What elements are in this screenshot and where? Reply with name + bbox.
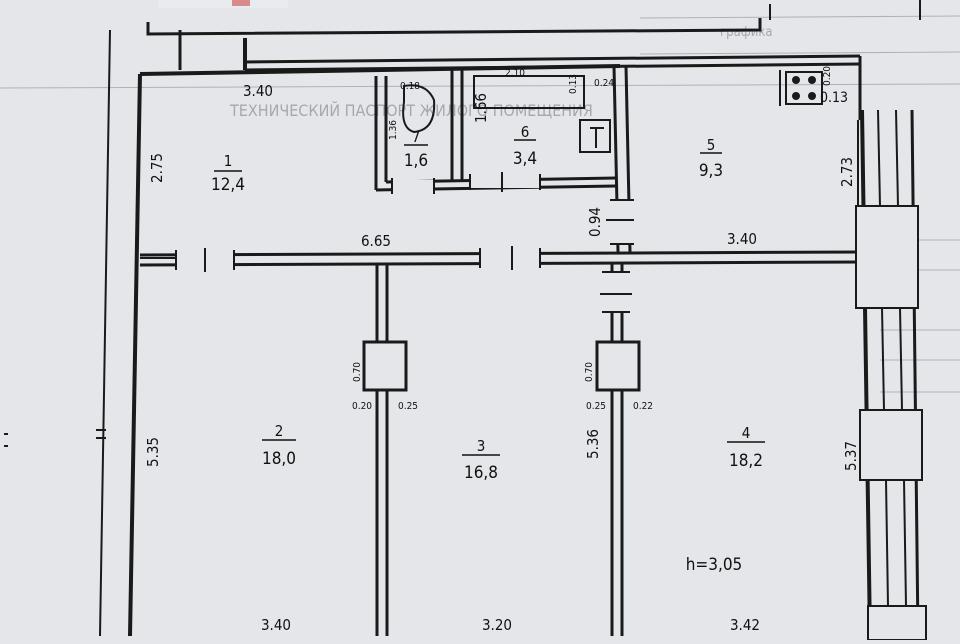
sink-icon bbox=[579, 119, 611, 153]
dim-bath-width: 2.10 bbox=[505, 68, 525, 79]
dim-room5-height: 2.73 bbox=[838, 157, 856, 187]
dim-room5-width: 3.40 bbox=[727, 230, 757, 248]
dim-chimney-right-b: 0.22 bbox=[633, 401, 653, 412]
stove-icon bbox=[785, 71, 823, 105]
windows bbox=[855, 205, 927, 641]
background-header-text: ТЕХНИЧЕСКИЙ ПАСПОРТ ЖИЛОГО ПОМЕЩЕНИЯ bbox=[229, 101, 593, 120]
dim-bath-depth: 1.66 bbox=[472, 93, 490, 123]
dim-wc-depth: 1.36 bbox=[388, 120, 399, 140]
room-7-number: 7 bbox=[412, 128, 421, 146]
room-3-number: 3 bbox=[477, 437, 486, 455]
dim-chimney-left-a: 0.20 bbox=[352, 401, 372, 412]
red-mark bbox=[232, 0, 250, 6]
dim-stove-a: 0.13 bbox=[820, 90, 848, 106]
dim-room1-height: 2.75 bbox=[148, 153, 166, 183]
door-openings bbox=[176, 176, 634, 312]
dim-room4-height: 5.37 bbox=[842, 441, 860, 471]
dim-bottom-mid: 3.20 bbox=[482, 616, 512, 634]
room-7-area: 1,6 bbox=[404, 151, 428, 171]
dim-chimney-right-a: 0.25 bbox=[586, 401, 606, 412]
dim-passage: 0.94 bbox=[586, 207, 604, 237]
room-4-area: 18,2 bbox=[729, 451, 763, 471]
room-2-area: 18,0 bbox=[262, 449, 296, 469]
dim-stove-b: 0.20 bbox=[822, 66, 833, 86]
room-4-number: 4 bbox=[742, 424, 751, 442]
chimney-right bbox=[595, 340, 641, 392]
dim-chimney-left-h: 0.70 bbox=[352, 362, 363, 382]
ceiling-height: h=3,05 bbox=[686, 555, 743, 575]
room-5-area: 9,3 bbox=[699, 161, 723, 181]
dim-bottom-left: 3.40 bbox=[261, 616, 291, 634]
background-top-text: графика bbox=[720, 25, 773, 40]
room-6-number: 6 bbox=[521, 123, 530, 141]
dim-room2-height: 5.35 bbox=[144, 437, 162, 467]
room-fraction-bars bbox=[214, 139, 765, 456]
red-label-strip bbox=[158, 0, 288, 8]
dim-bath-small-a: 0.13 bbox=[568, 74, 579, 94]
room-2-number: 2 bbox=[275, 422, 284, 440]
dim-bath-small-b: 0.24 bbox=[594, 78, 614, 89]
dim-corridor-length: 6.65 bbox=[361, 232, 391, 250]
room-1-area: 12,4 bbox=[211, 175, 245, 195]
chimney-left bbox=[362, 340, 408, 392]
dim-chimney-left-b: 0.25 bbox=[398, 401, 418, 412]
room-6-area: 3,4 bbox=[513, 149, 537, 169]
dim-chimney-right-h: 0.70 bbox=[584, 362, 595, 382]
fixtures bbox=[402, 70, 823, 153]
window-frames bbox=[769, 0, 921, 607]
dim-room1-width: 3.40 bbox=[243, 82, 273, 100]
room-5-number: 5 bbox=[707, 136, 716, 154]
room-1-number: 1 bbox=[224, 152, 233, 170]
toilet-icon bbox=[402, 84, 436, 134]
door-ticks bbox=[140, 172, 634, 313]
faint-background-lines bbox=[0, 15, 960, 393]
margin-ticks bbox=[4, 429, 106, 447]
dim-room3-height: 5.36 bbox=[584, 429, 602, 459]
room-3-area: 16,8 bbox=[464, 463, 498, 483]
dim-wc-small: 0.18 bbox=[400, 81, 420, 92]
bathtub-icon bbox=[473, 75, 585, 109]
dim-bottom-right: 3.42 bbox=[730, 616, 760, 634]
